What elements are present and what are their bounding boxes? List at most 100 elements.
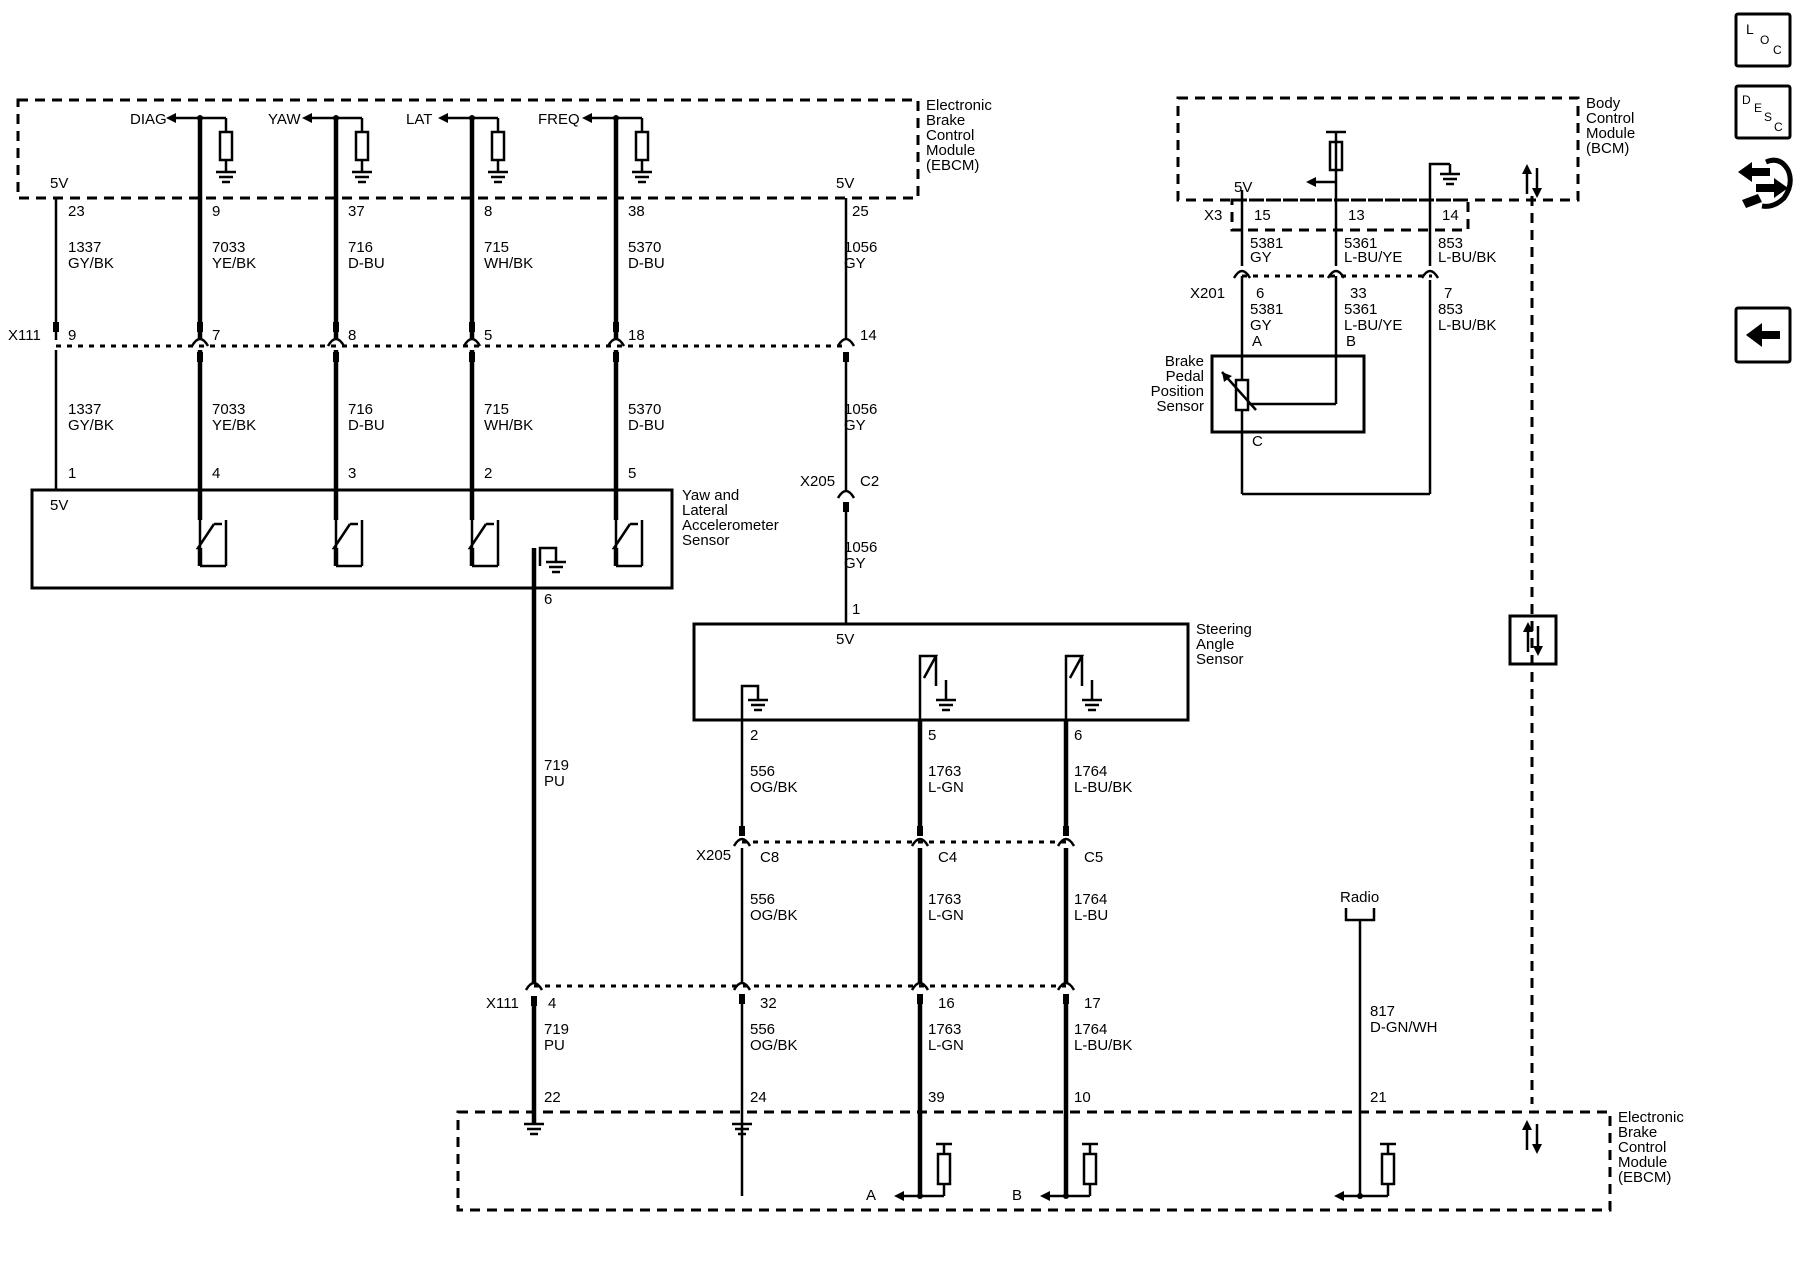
label-line: Pedal <box>1166 368 1204 385</box>
yaw-circuit-1-switch <box>195 520 222 550</box>
label-line: (BCM) <box>1586 140 1629 157</box>
steer-circuit-2-wire-3: 1764 <box>1074 1021 1107 1038</box>
label-line: Control <box>1618 1139 1666 1156</box>
diag-signal-label: DIAG <box>130 111 167 128</box>
yaw-sensor-5v-label: 5V <box>50 497 68 514</box>
bpp-wiper-arrow <box>1222 372 1232 382</box>
yaw-ground-color-label-1: PU <box>544 773 565 790</box>
freq-signal-label: FREQ <box>538 111 580 128</box>
yaw-signal-label: YAW <box>268 111 301 128</box>
label-line: Angle <box>1196 636 1234 653</box>
yaw-circuit-0-ebcm-pin: 23 <box>68 203 85 220</box>
bcm-circuit-1-x201-female <box>1326 269 1346 279</box>
x205-lower-label: X205 <box>696 847 731 864</box>
label-line: Lateral <box>682 502 728 519</box>
yaw-ground-ebcm-pin: 22 <box>544 1089 561 1106</box>
steer-circuit-2-wire-1: 1764 <box>1074 763 1107 780</box>
yaw-circuit-4-pin <box>613 322 619 332</box>
radio-label: Radio <box>1340 889 1379 906</box>
lat-signal-label: LAT <box>406 111 432 128</box>
yaw-circuit-1-x111-male <box>197 352 203 362</box>
steer-circuit-0-color-2: OG/BK <box>750 907 798 924</box>
label-line: Sensor <box>1196 651 1244 668</box>
label-line: Steering <box>1196 621 1252 638</box>
label-line: Module <box>926 142 975 159</box>
steer-circuit-0-x205-female <box>732 837 752 847</box>
desc-icon-s: S <box>1764 110 1772 124</box>
loc-icon[interactable]: L O C <box>1734 12 1792 68</box>
steer-circuit-0-x205-pin: C8 <box>760 849 779 866</box>
steer-signal-b-label: B <box>1012 1187 1022 1204</box>
loc-icon-c: C <box>1773 43 1782 57</box>
bcm-serial-arrows-down-head <box>1532 188 1542 198</box>
steer-signal-a-label: A <box>866 1187 876 1204</box>
radio-wire-number: 817 <box>1370 1003 1395 1020</box>
yaw-circuit-2-switch <box>331 520 358 550</box>
steer-feed-x205-male <box>843 502 849 512</box>
steer-circuit-2-x205-female <box>1056 837 1076 847</box>
yaw-circuit-0-wire-upper: 1337 <box>68 239 101 256</box>
yaw-ground-wire-label-1: 719 <box>544 757 569 774</box>
steer-circuit-1-wire-3: 1763 <box>928 1021 961 1038</box>
yaw-circuit-2-wire-lower: 716 <box>348 401 373 418</box>
bcm-ground-lead <box>1428 162 1450 200</box>
bcm-circuit-0-sensor-pin: A <box>1252 333 1262 350</box>
steer-circuit-2-ebcm-pin: 10 <box>1074 1089 1091 1106</box>
ebcm-bottom-box <box>456 1110 1612 1212</box>
connector-wrench-icon[interactable] <box>1738 157 1793 209</box>
radio-connector <box>1344 908 1376 922</box>
steer-feed-color-3: GY <box>844 555 866 572</box>
x111-upper-label: X111 <box>8 327 41 344</box>
bcm-circuit-0-x201-pin: 6 <box>1256 285 1264 302</box>
yaw-circuit-4-wire-lower: 5370 <box>628 401 661 418</box>
steer-circuit-2-color-3: L-BU/BK <box>1074 1037 1132 1054</box>
bcm-circuit-0-x201-female <box>1232 269 1252 279</box>
yaw-circuit-1-ebcm-pin: 9 <box>212 203 220 220</box>
bcm-circuit-0-color-1: GY <box>1250 249 1272 266</box>
steer-circuit-1-x205-pin: C4 <box>938 849 957 866</box>
bcm-circuit-2-color-1: L-BU/BK <box>1438 249 1496 266</box>
yaw-circuit-2-wire-upper: 716 <box>348 239 373 256</box>
yaw-circuit-1-pullup-resistor <box>218 130 234 162</box>
steer-circuit-0-x205-male <box>739 826 745 836</box>
desc-icon[interactable]: D E S C <box>1734 84 1792 140</box>
bcm-circuit-2-wire-1: 853 <box>1438 235 1463 252</box>
steer-circuit-2-x205-pin: C5 <box>1084 849 1103 866</box>
steer-circuit-2-switch <box>1064 654 1085 720</box>
steer-circuit-0-wire-3: 556 <box>750 1021 775 1038</box>
steering-sensor-5v-label: 5V <box>836 631 854 648</box>
yaw-circuit-3-x111-female <box>462 337 482 347</box>
x205-upper-label: X205 <box>800 473 835 490</box>
bcm-circuit-2-color-2: L-BU/BK <box>1438 317 1496 334</box>
yaw-circuit-3-x111-male <box>469 352 475 362</box>
loc-icon-l: L <box>1746 21 1754 37</box>
yaw-circuit-1-color-upper: YE/BK <box>212 255 256 272</box>
steer-circuit-1-wire-2: 1763 <box>928 891 961 908</box>
yaw-circuit-1-sensor-pin: 4 <box>212 465 220 482</box>
label-line: Control <box>926 127 974 144</box>
radio-pull-resistor <box>1380 1152 1396 1186</box>
back-arrow-icon[interactable] <box>1734 306 1792 364</box>
bcm-circuit-1-bcm-pin: 13 <box>1348 207 1365 224</box>
steer-circuit-2-color-2: L-BU <box>1074 907 1108 924</box>
desc-icon-e: E <box>1754 101 1762 115</box>
steer-circuit-1-x111-male <box>917 994 923 1004</box>
yaw-circuit-2-ebcm-pin: 37 <box>348 203 365 220</box>
yaw-circuit-4-color-upper: D-BU <box>628 255 665 272</box>
bcm-circuit-1-color-2: L-BU/YE <box>1344 317 1402 334</box>
steer-circuit-2-input-arrow <box>1040 1191 1050 1201</box>
yaw-circuit-3-switch <box>467 520 494 550</box>
steer-circuit-1-x205-female <box>910 837 930 847</box>
steer-circuit-2-sensor-pin: 6 <box>1074 727 1082 744</box>
steer-feed-wire-2: 1056 <box>844 401 877 418</box>
bcm-circuit-2-bcm-pin: 14 <box>1442 207 1459 224</box>
steer-circuit-0-x111-female <box>732 981 752 991</box>
steer-circuit-2-x111-male <box>1063 994 1069 1004</box>
yaw-circuit-3-x111-pin: 5 <box>484 327 492 344</box>
ebcm-serial-arrows-down-head <box>1532 1144 1542 1154</box>
steer-feed-ebcm-pin: 25 <box>852 203 869 220</box>
label-line: Control <box>1586 110 1634 127</box>
